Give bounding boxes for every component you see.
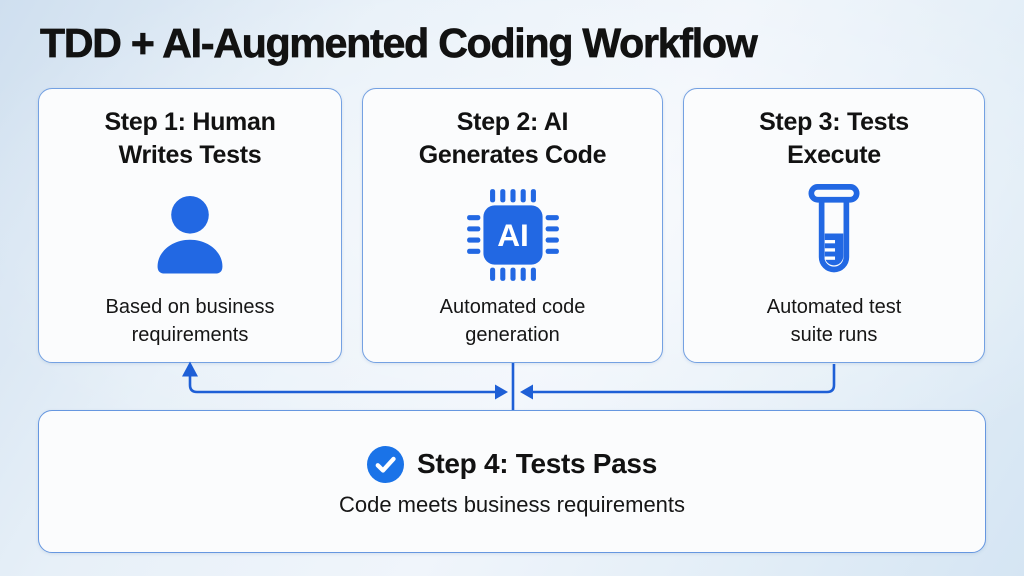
arrowhead-left-center: [520, 384, 533, 400]
step-4-bar: Step 4: Tests Pass Code meets business r…: [38, 410, 986, 553]
step-1-card: Step 1: Human Writes Tests Based on busi…: [38, 88, 342, 363]
step-2-card: Step 2: AI Generates Code: [362, 88, 663, 363]
step-1-desc-line1: Based on business: [105, 296, 275, 318]
feedback-line-to-step1: [188, 375, 497, 394]
step-2-title-line1: Step 2: AI: [456, 108, 569, 136]
line-step3-to-center: [533, 364, 836, 394]
step-4-title: Step 4: Tests Pass: [417, 448, 657, 479]
person-icon: [157, 195, 223, 274]
arrowhead-up-step1: [182, 361, 198, 377]
step-3-card: Step 3: Tests Execute Automated test sui…: [683, 88, 985, 363]
step-1-desc-line2: requirements: [131, 324, 249, 346]
step-2-icon-box: AI: [462, 183, 564, 287]
step-3-description: Automated test suite runs: [767, 293, 902, 349]
step-2-description: Automated code generation: [440, 293, 586, 349]
step-1-icon-box: [143, 183, 237, 287]
step-2-desc-line2: generation: [465, 324, 560, 346]
step-2-title: Step 2: AI Generates Code: [419, 106, 607, 172]
step-1-title: Step 1: Human Writes Tests: [104, 106, 275, 172]
page-title: TDD + AI-Augmented Coding Workflow: [40, 20, 758, 67]
step-2-title-line2: Generates Code: [418, 141, 607, 169]
checkmark-icon: [367, 445, 404, 483]
step-4-title-row: Step 4: Tests Pass: [367, 445, 657, 483]
step-3-title-line1: Step 3: Tests: [759, 108, 909, 136]
arrowhead-right-center: [495, 384, 508, 400]
step-3-icon-box: [801, 183, 867, 287]
ai-chip-icon: AI: [466, 189, 559, 281]
test-tube-icon: [808, 183, 860, 272]
ai-chip-label: AI: [497, 217, 529, 253]
step-1-title-line2: Writes Tests: [118, 141, 262, 169]
step-3-desc-line2: suite runs: [790, 324, 878, 346]
step-1-title-line1: Step 1: Human: [104, 108, 276, 136]
step-4-description: Code meets business requirements: [338, 491, 686, 517]
step-3-desc-line1: Automated test: [766, 296, 902, 318]
step-2-desc-line1: Automated code: [439, 296, 586, 318]
step-3-title: Step 3: Tests Execute: [759, 106, 909, 172]
step-1-description: Based on business requirements: [105, 293, 274, 349]
step-3-title-line2: Execute: [787, 141, 881, 169]
